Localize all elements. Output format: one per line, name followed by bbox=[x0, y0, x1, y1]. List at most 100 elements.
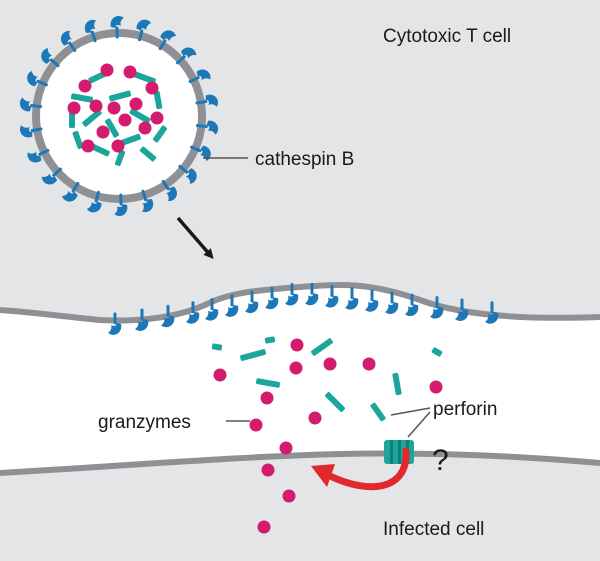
granzyme-icon bbox=[118, 113, 132, 127]
receptor-icon bbox=[188, 69, 211, 84]
receptor-icon bbox=[285, 283, 299, 306]
granzyme-icon bbox=[78, 79, 92, 93]
receptor-icon bbox=[365, 289, 379, 312]
perforin-icon bbox=[152, 125, 168, 143]
receptor-icon bbox=[158, 30, 177, 51]
perforin-leader-line-upper bbox=[390, 407, 431, 416]
perforin-icon bbox=[392, 372, 402, 396]
granzyme-icon bbox=[213, 368, 227, 382]
receptor-icon bbox=[61, 30, 77, 53]
receptor-icon bbox=[19, 97, 43, 112]
curved-arrow-icon bbox=[311, 447, 410, 491]
granzyme-icon bbox=[282, 489, 296, 503]
cathepsin-label: cathespin B bbox=[255, 149, 354, 170]
granzyme-icon bbox=[362, 357, 376, 371]
granzyme-icon bbox=[429, 380, 443, 394]
perforin-icon bbox=[129, 108, 151, 124]
granzyme-icon bbox=[123, 65, 137, 79]
granzyme-icon bbox=[279, 441, 293, 455]
question-mark: ? bbox=[432, 444, 449, 477]
t-cell-membrane bbox=[0, 282, 600, 324]
granzyme-icon bbox=[81, 139, 95, 153]
receptor-icon bbox=[195, 120, 219, 135]
receptor-icon bbox=[186, 301, 200, 324]
granzyme-icon bbox=[138, 121, 152, 135]
receptor-icon bbox=[205, 298, 219, 321]
granule-vesicle bbox=[32, 29, 206, 203]
receptor-icon bbox=[195, 94, 218, 107]
perforin-icon bbox=[311, 338, 333, 356]
infected-cell-cytoplasm bbox=[0, 453, 600, 561]
receptor-icon bbox=[86, 190, 102, 213]
perforin-label: perforin bbox=[433, 399, 497, 420]
granzyme-icon bbox=[249, 418, 263, 432]
receptor-icon bbox=[455, 298, 469, 321]
receptor-icon bbox=[405, 293, 419, 317]
perforin-icon bbox=[72, 130, 84, 150]
perforin-icon bbox=[90, 143, 110, 157]
perforin-icon bbox=[119, 133, 141, 147]
receptor-icon bbox=[178, 164, 197, 184]
perforin-leader-line-lower bbox=[407, 411, 431, 438]
receptor-icon bbox=[20, 125, 43, 138]
receptor-icon bbox=[176, 47, 197, 65]
perforin-icon bbox=[370, 402, 386, 422]
receptor-icon bbox=[345, 287, 359, 310]
granzyme-icon bbox=[260, 391, 274, 405]
perforin-icon bbox=[70, 93, 94, 103]
perforin-icon bbox=[325, 392, 345, 412]
granzyme-icon bbox=[67, 101, 81, 115]
granzyme-icon bbox=[89, 99, 103, 113]
receptor-icon bbox=[41, 48, 60, 68]
t-cell-label: Cytotoxic T cell bbox=[383, 26, 511, 47]
receptor-icon bbox=[161, 179, 177, 202]
receptor-icon bbox=[161, 304, 175, 328]
granzyme-icon bbox=[111, 139, 125, 153]
receptor-icon bbox=[41, 167, 62, 185]
receptor-icon bbox=[190, 145, 211, 162]
receptor-icon bbox=[305, 282, 319, 306]
perforin-icon bbox=[69, 112, 75, 128]
receptor-icon bbox=[27, 70, 48, 87]
granzyme-icon bbox=[323, 357, 337, 371]
perforin-icon bbox=[139, 146, 157, 162]
granzyme-icon bbox=[100, 63, 114, 77]
receptor-icon bbox=[265, 286, 279, 310]
granzyme-icon bbox=[257, 520, 271, 534]
receptor-icon bbox=[136, 19, 152, 42]
granzyme-icon bbox=[290, 338, 304, 352]
receptor-icon bbox=[141, 189, 154, 213]
perforin-icon bbox=[240, 349, 266, 361]
granzyme-icon bbox=[129, 97, 143, 111]
perforin-icon bbox=[114, 149, 126, 167]
receptor-group bbox=[19, 16, 499, 335]
granzyme-icon bbox=[145, 81, 159, 95]
granzymes-label: granzymes bbox=[98, 412, 191, 433]
granzyme-icon bbox=[150, 111, 164, 125]
granzyme-icon bbox=[107, 101, 121, 115]
receptor-icon bbox=[114, 193, 128, 216]
perforin-icon bbox=[431, 347, 443, 357]
infected-cell-label: Infected cell bbox=[383, 519, 484, 540]
granzyme-group bbox=[67, 63, 443, 534]
granzyme-icon bbox=[308, 411, 322, 425]
granzyme-icon bbox=[96, 125, 110, 139]
receptor-icon bbox=[27, 148, 50, 163]
receptor-icon bbox=[485, 301, 499, 324]
perforin-icon bbox=[104, 118, 120, 138]
arrow-down-right-icon bbox=[176, 216, 214, 260]
receptor-icon bbox=[225, 294, 239, 317]
receptor-icon bbox=[110, 16, 124, 39]
perforin-icon bbox=[264, 336, 276, 344]
perforin-icon bbox=[134, 71, 156, 85]
receptor-icon bbox=[84, 19, 97, 43]
perforin-icon bbox=[153, 90, 163, 110]
receptor-icon bbox=[108, 312, 122, 335]
receptor-icon bbox=[430, 296, 444, 319]
perforin-icon bbox=[211, 343, 223, 351]
granzyme-icon bbox=[289, 361, 303, 375]
perforin-icon bbox=[255, 378, 281, 388]
receptor-icon bbox=[325, 284, 339, 308]
